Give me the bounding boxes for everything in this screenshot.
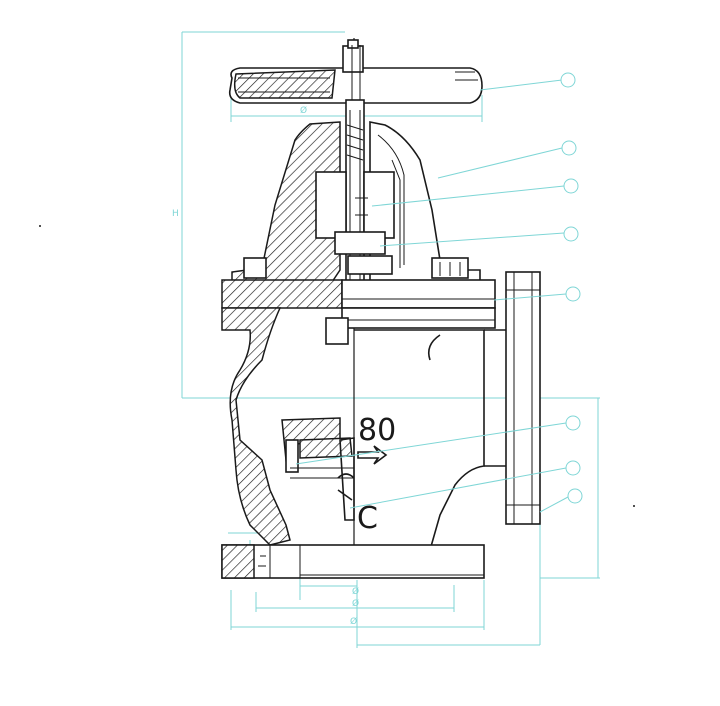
- handwheel-dim-label: Ø: [300, 105, 307, 116]
- callout-leaders: [295, 79, 569, 513]
- material-marking: C: [357, 501, 378, 536]
- size-marking: 80: [358, 413, 396, 448]
- stray-dot: [39, 225, 41, 227]
- callout-bubble: [563, 178, 579, 194]
- body-left-section: [221, 307, 353, 546]
- disc-seat: [290, 437, 355, 521]
- stray-dot: [633, 505, 635, 507]
- height-dim-label: H: [172, 209, 179, 219]
- flange-dim-label: Ø: [350, 616, 357, 627]
- callout-bubble: [567, 488, 583, 504]
- flow-arrow-icon: [357, 445, 388, 465]
- callout-bubble: [560, 72, 576, 88]
- inlet-flange: [221, 544, 485, 579]
- outlet-flange: [505, 271, 541, 525]
- bolt-circle-dim-label: Ø: [352, 598, 359, 609]
- callout-bubble: [565, 286, 581, 302]
- body-top-flange: [221, 257, 496, 329]
- callout-bubble: [565, 415, 581, 431]
- callout-bubbles: [560, 72, 583, 504]
- handwheel: [228, 39, 483, 104]
- callout-bubble: [561, 140, 577, 156]
- body-right-view: [353, 329, 506, 556]
- dimension-lines: H Ø Ø Ø Ø: [172, 31, 600, 648]
- callout-bubble: [565, 460, 581, 476]
- callout-bubble: [563, 226, 579, 242]
- bore-dim-label: Ø: [352, 586, 359, 597]
